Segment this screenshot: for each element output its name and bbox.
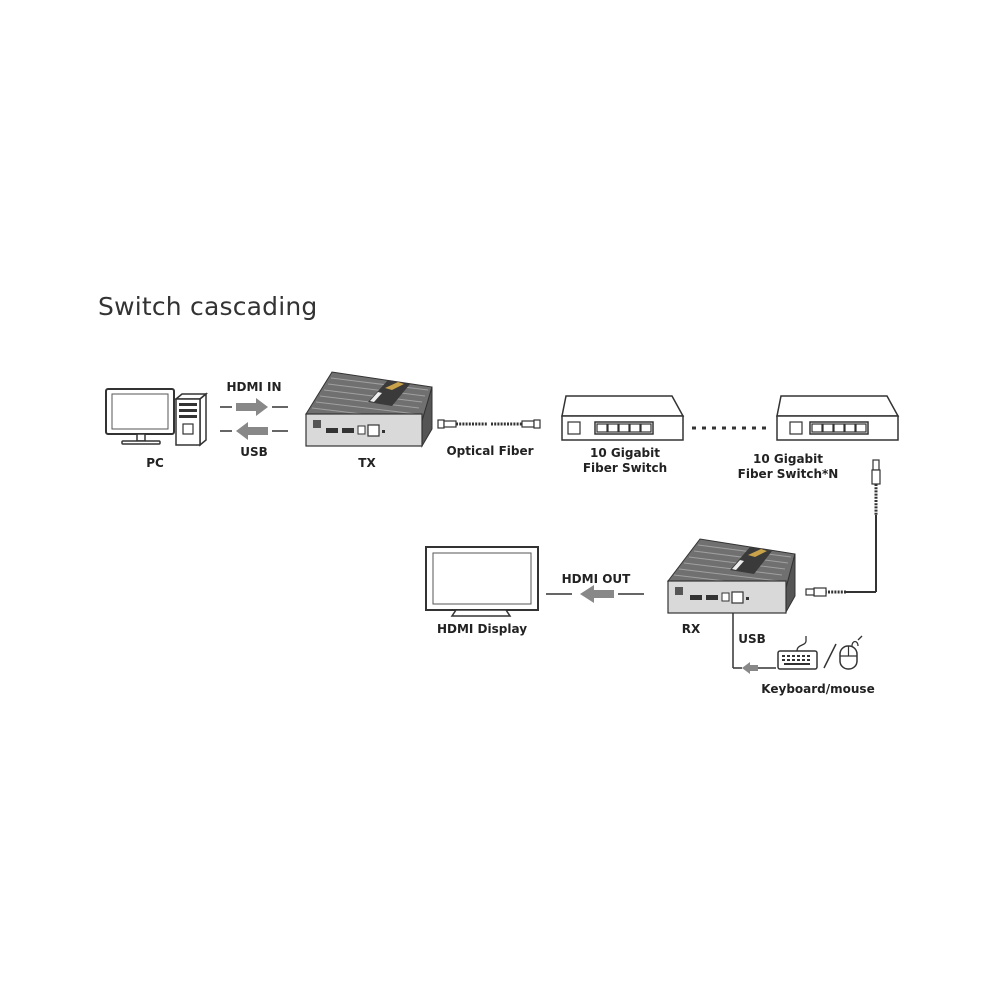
slash-separator xyxy=(823,643,837,669)
switch-2-label: 10 Gigabit Fiber Switch*N xyxy=(730,452,846,482)
keyboard-icon xyxy=(777,636,818,670)
keyboard-mouse-label: Keyboard/mouse xyxy=(761,682,875,696)
usb-link-to-keyboard xyxy=(732,613,776,674)
diagram-title: Switch cascading xyxy=(98,292,318,321)
hdmi-out-arrow xyxy=(546,585,644,603)
switch-1-label-line2: Fiber Switch xyxy=(582,461,668,475)
optical-fiber-label: Optical Fiber xyxy=(446,444,534,458)
pc-monitor-icon xyxy=(105,388,175,445)
switch-2-label-line2: Fiber Switch*N xyxy=(737,467,839,481)
usb-label-bottom: USB xyxy=(738,632,766,646)
switch-2-label-line1: 10 Gigabit xyxy=(753,452,823,466)
hdmi-display-icon xyxy=(425,546,539,617)
fiber-cable-to-rx xyxy=(805,459,881,597)
tx-extender-icon xyxy=(305,371,433,448)
usb-label-top: USB xyxy=(240,445,268,459)
switch-1-label-line1: 10 Gigabit xyxy=(590,446,660,460)
optical-fiber-cable-icon xyxy=(437,419,541,429)
hdmi-in-label: HDMI IN xyxy=(226,380,282,394)
rx-label: RX xyxy=(681,622,701,636)
rx-extender-icon xyxy=(667,538,796,614)
mouse-icon xyxy=(839,635,863,670)
usb-arrow-left xyxy=(220,422,288,440)
pc-label: PC xyxy=(146,456,164,470)
tx-label: TX xyxy=(358,456,376,470)
hdmi-display-label: HDMI Display xyxy=(436,622,528,636)
pc-tower-icon xyxy=(173,392,209,447)
switch-1-label: 10 Gigabit Fiber Switch xyxy=(570,446,680,476)
fiber-switch-1-icon xyxy=(561,395,685,441)
fiber-switch-2-icon xyxy=(776,395,900,441)
hdmi-out-label: HDMI OUT xyxy=(561,572,631,586)
hdmi-in-arrow xyxy=(220,398,288,416)
